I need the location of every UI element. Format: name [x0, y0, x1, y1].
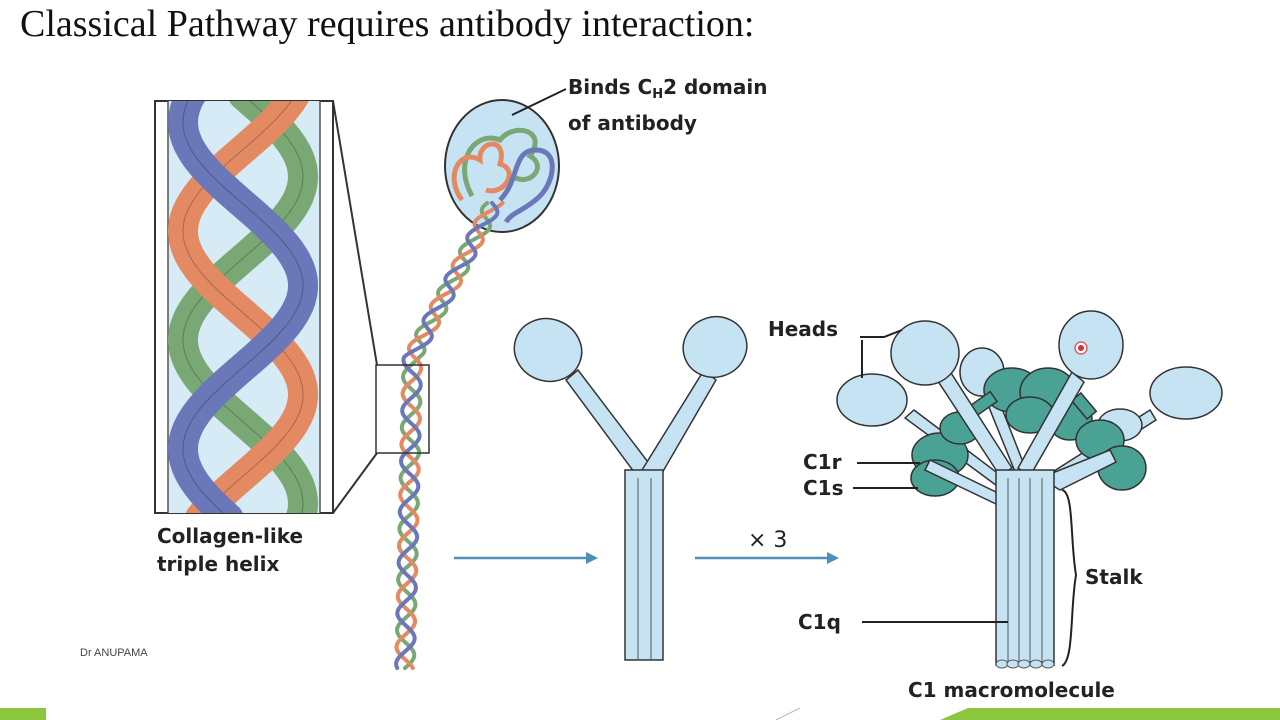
- author-credit: Dr ANUPAMA: [80, 647, 148, 659]
- binds-line1-post: 2 domain: [663, 75, 768, 99]
- stalk-label: Stalk: [1085, 565, 1143, 589]
- head-loop-orange: [451, 141, 512, 202]
- collagen-line2: triple helix: [157, 552, 280, 576]
- c1r-label: C1r: [803, 450, 842, 474]
- zoom-selection-box: [375, 364, 430, 454]
- collagen-label: Collagen-like triple helix: [157, 522, 303, 578]
- c1-macromolecule-label: C1 macromolecule: [908, 678, 1115, 702]
- collagen-stalk-helix: [394, 201, 505, 670]
- helix-zoom-panel: [154, 100, 334, 514]
- small-strand-blue: [394, 201, 500, 670]
- binds-line2: of antibody: [568, 111, 697, 135]
- cursor-marker-icon: [1074, 341, 1088, 355]
- triple-helix-strands: [167, 101, 319, 513]
- arrow-2: [695, 552, 839, 564]
- strand-orange-edge: [182, 101, 304, 513]
- slide-title: Classical Pathway requires antibody inte…: [20, 3, 755, 45]
- projection-line-top: [332, 100, 378, 366]
- heads-label: Heads: [768, 317, 839, 341]
- pointer-lines: [853, 329, 1078, 667]
- binds-pointer-line: [511, 88, 567, 116]
- strand-blue: [167, 101, 318, 513]
- c1q-label: C1q: [798, 610, 841, 634]
- footer-decoration: [0, 707, 1280, 720]
- strand-blue-edge: [182, 101, 304, 513]
- projection-line-bottom: [332, 452, 378, 514]
- head-loop-blue: [498, 147, 555, 224]
- strand-orange: [168, 101, 319, 513]
- y-shaped-subunit: [513, 316, 748, 661]
- c1-macromolecule-drawing: [836, 310, 1223, 669]
- single-c1q-chain: [375, 88, 567, 670]
- arrow-1: [454, 552, 598, 564]
- binds-subscript: H: [652, 87, 664, 102]
- times-three-label: × 3: [748, 528, 788, 553]
- binds-line1-pre: Binds C: [568, 75, 653, 99]
- head-loop-green: [462, 127, 540, 198]
- binds-ch2-label: Binds CH2 domain of antibody: [568, 73, 767, 137]
- c1s-label: C1s: [803, 476, 844, 500]
- collagen-line1: Collagen-like: [157, 524, 304, 548]
